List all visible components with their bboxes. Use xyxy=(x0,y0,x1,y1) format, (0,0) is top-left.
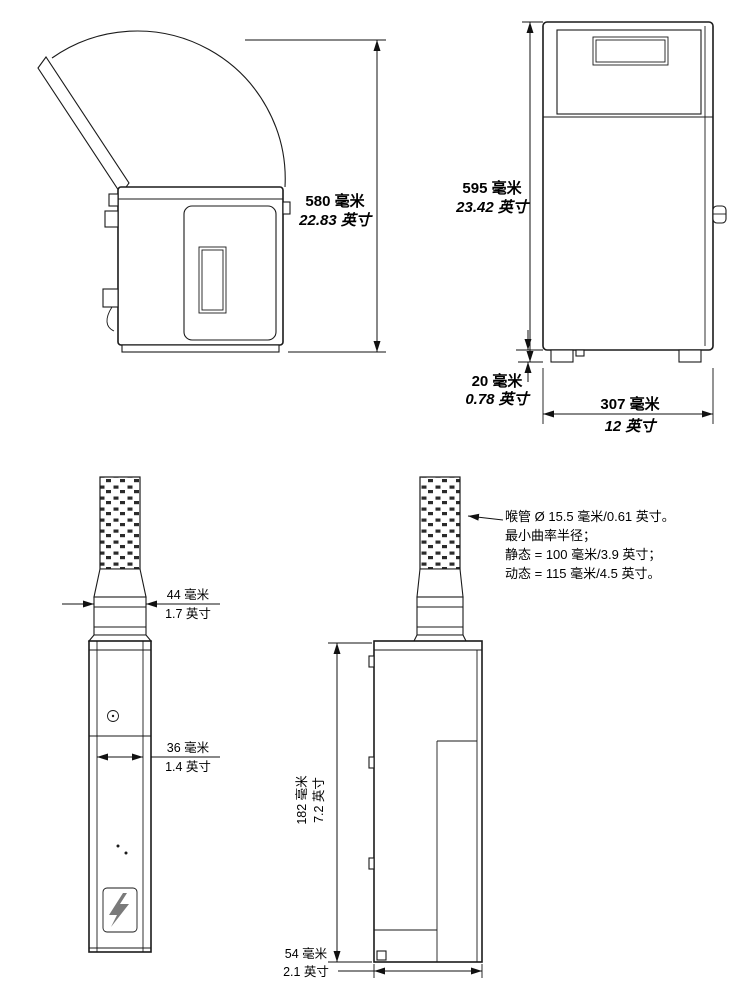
cabinet-base xyxy=(121,344,280,353)
printhead-front-view xyxy=(87,476,153,953)
screw-top xyxy=(368,655,375,668)
total-height-mm-label: 595 毫米 xyxy=(462,179,522,197)
foot-right xyxy=(678,349,702,363)
warning-label xyxy=(102,887,138,933)
dim-printhead-height: 182 毫米 7.2 英寸 xyxy=(294,642,372,963)
display-bezel xyxy=(556,29,702,115)
open-height-in-label: 22.83 英寸 xyxy=(298,212,373,229)
cabinet-width-in-label: 12 英寸 xyxy=(605,418,658,435)
hinge-block xyxy=(108,193,119,207)
printhead-body-side xyxy=(373,640,483,963)
strain-relief-front xyxy=(93,568,147,598)
printhead-height-in-label: 7.2 英寸 xyxy=(312,777,326,823)
open-lid xyxy=(37,56,130,195)
open-height-mm-label: 580 毫米 xyxy=(305,192,365,210)
conduit-note: 喉管 Ø 15.5 毫米/0.61 英寸。 最小曲率半径； 静态 = 100 毫… xyxy=(467,509,675,581)
latch-tab xyxy=(282,201,291,215)
dim-open-height: 580 毫米 22.83 英寸 xyxy=(245,39,386,353)
screw-middle xyxy=(368,756,375,769)
total-height-in-label: 23.42 英寸 xyxy=(455,199,530,216)
conduit-side xyxy=(419,476,461,570)
side-gland-knob xyxy=(712,205,727,224)
printhead-depth-mm-label: 54 毫米 xyxy=(285,946,328,961)
collar-side xyxy=(416,596,464,636)
lightning-bolt-icon xyxy=(109,893,129,927)
dim-body-width: 36 毫米 1.4 英寸 xyxy=(97,740,220,774)
dim-printhead-depth: 54 毫米 2.1 英寸 xyxy=(283,946,483,979)
side-connector-lower xyxy=(102,288,119,308)
cable-hook xyxy=(106,306,115,332)
collar-width-mm-label: 44 毫米 xyxy=(167,587,210,602)
dim-cabinet-width: 307 毫米 12 英寸 xyxy=(542,368,714,435)
lid-swing-arc xyxy=(51,30,286,188)
body-width-in-label: 1.4 英寸 xyxy=(165,760,211,774)
collar-width-in-label: 1.7 英寸 xyxy=(165,607,211,621)
printhead-height-mm-label: 182 毫米 xyxy=(294,775,309,825)
display-screen xyxy=(592,36,669,66)
body-width-mm-label: 36 毫米 xyxy=(167,740,210,755)
printhead-depth-in-label: 2.1 英寸 xyxy=(283,965,329,979)
screw-bottom xyxy=(368,857,375,870)
cabinet-side-view xyxy=(37,30,291,353)
conduit-front xyxy=(99,476,141,570)
dim-collar-width: 44 毫米 1.7 英寸 xyxy=(62,587,220,621)
dim-total-height: 595 毫米 23.42 英寸 xyxy=(455,21,543,363)
conduit-note-line3: 静态 = 100 毫米/3.9 英寸； xyxy=(505,547,661,563)
cabinet-front-view xyxy=(542,21,727,363)
note-leader-arrow xyxy=(467,513,504,521)
clearance-mm-label: 20 毫米 xyxy=(472,372,524,390)
drain-plug xyxy=(575,349,585,357)
printhead-side-view xyxy=(368,476,483,963)
strain-relief-side xyxy=(416,568,464,598)
clearance-in-label: 0.78 英寸 xyxy=(465,391,530,408)
conduit-note-line4: 动态 = 115 毫米/4.5 英寸。 xyxy=(505,566,660,581)
door-panel xyxy=(183,205,277,341)
foot-left xyxy=(550,349,574,363)
bottom-detail xyxy=(376,950,387,961)
cabinet-width-mm-label: 307 毫米 xyxy=(600,395,660,413)
indicator-circle-icon xyxy=(107,710,119,722)
collar-front xyxy=(93,596,147,636)
dim-floor-clearance: 20 毫米 0.78 英寸 xyxy=(465,330,543,408)
conduit-note-line1: 喉管 Ø 15.5 毫米/0.61 英寸。 xyxy=(505,509,675,524)
door-window xyxy=(198,246,227,314)
side-connector-upper xyxy=(104,210,119,228)
conduit-note-line2: 最小曲率半径； xyxy=(505,528,596,544)
